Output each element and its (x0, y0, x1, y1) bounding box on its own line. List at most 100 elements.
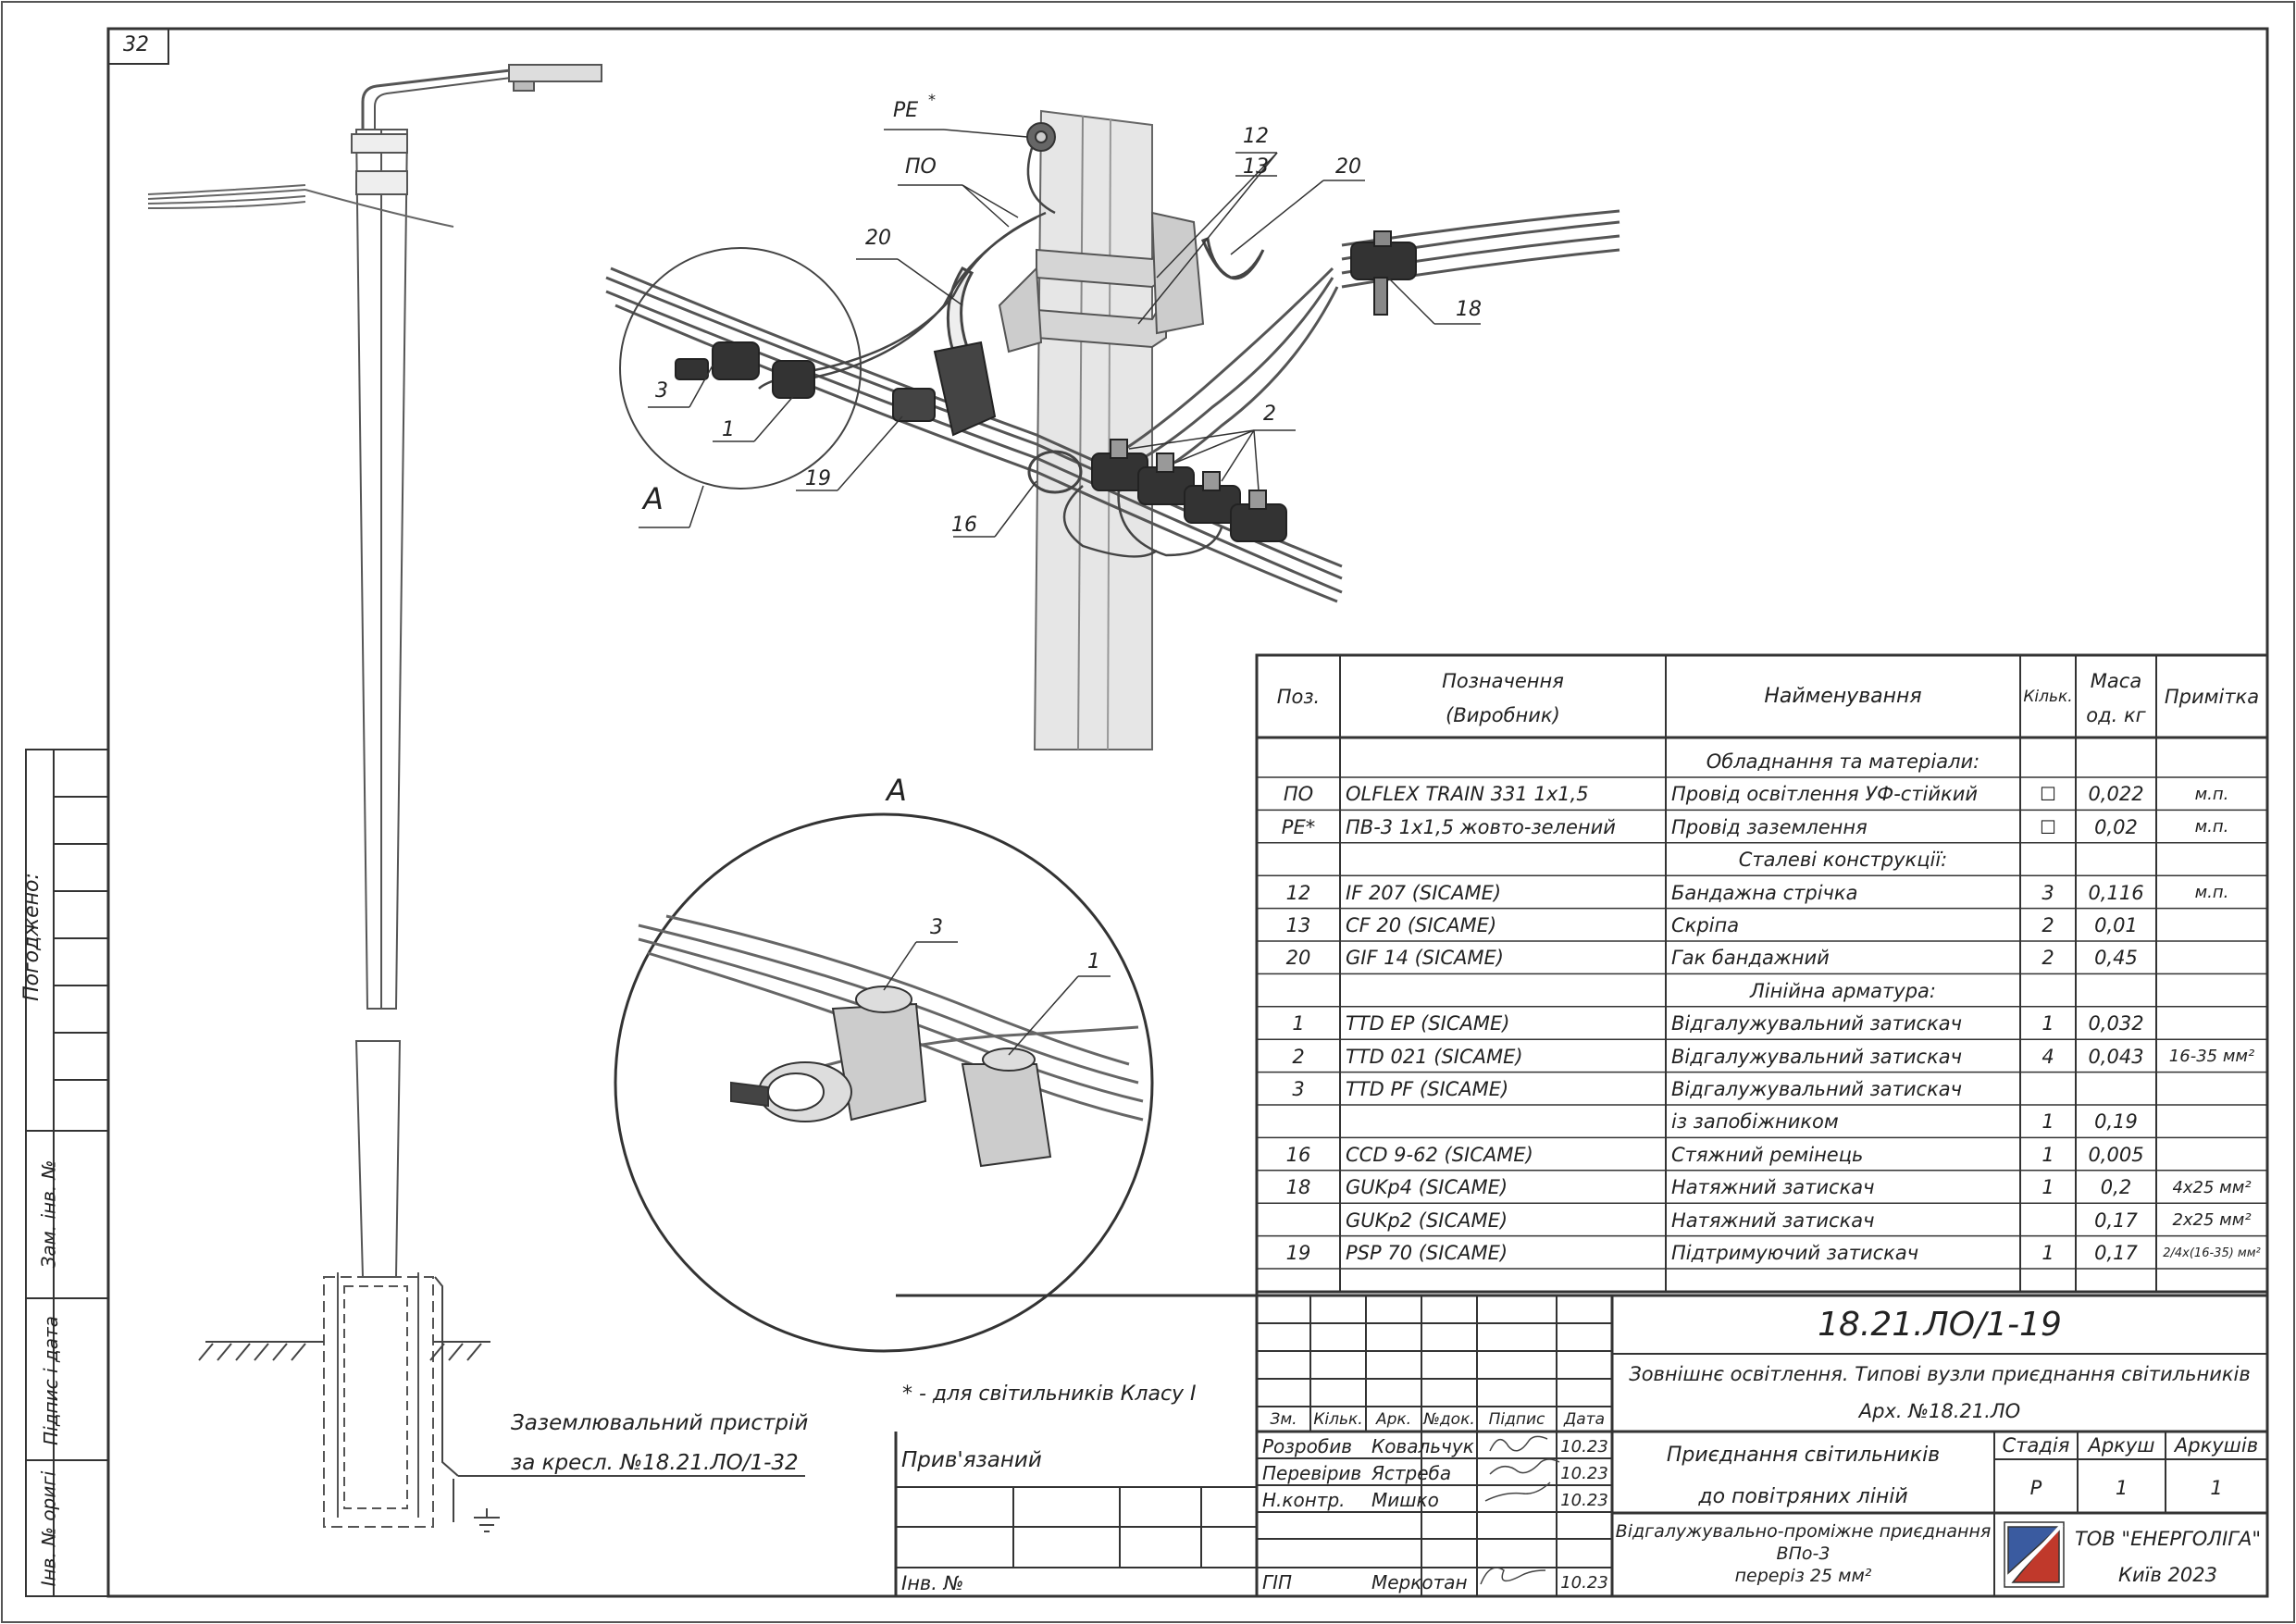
col-pidpys: Підпис (1488, 1409, 1545, 1429)
spec-cell-note: 4x25 мм² (2172, 1177, 2252, 1197)
side-stamp (25, 749, 109, 1597)
side-stamp-agreed: Погоджено: (19, 873, 43, 1001)
detail-a-clamps (730, 986, 1052, 1168)
spec-cell-pos (1257, 1205, 1340, 1236)
spec-cell-name: Провід заземлення (1671, 815, 1868, 838)
spec-cell-name: Підтримуючий затискач (1671, 1242, 1919, 1264)
grounding-conductor (434, 1276, 805, 1532)
street-light-pole (323, 64, 602, 1528)
spec-cell-qty: 2 (2042, 914, 2054, 936)
spec-cell-name: Обладнання та матеріали: (1706, 750, 1980, 773)
spec-cell-note (2156, 844, 2267, 875)
drawing-name-1: Відгалужувально-проміжне приєднання (1615, 1521, 1992, 1542)
callout-20-left: 20 (865, 227, 891, 250)
spec-cell-des: TTD EP (SICAME) (1346, 1012, 1510, 1035)
city-year: Київ 2023 (2118, 1563, 2217, 1586)
spec-cell-note (2156, 942, 2267, 973)
spec-cell-mass: 0,116 (2088, 881, 2144, 904)
spec-cell-mass: 0,022 (2088, 783, 2144, 806)
sheet-value: 1 (2115, 1476, 2128, 1499)
spec-cell-name: Гак бандажний (1671, 947, 1830, 970)
spec-cell-pos (1257, 975, 1340, 1007)
spec-cell-pos: 1 (1292, 1012, 1305, 1035)
sheet-number-box (107, 28, 169, 65)
spec-cell-qty: 1 (2042, 1143, 2054, 1166)
th-note: Примітка (2164, 685, 2260, 708)
spec-cell-mass: 0,45 (2094, 947, 2138, 970)
side-stamp-replace-inv: Зам. інв. № (37, 1159, 60, 1269)
stage-header: Стадія (2002, 1434, 2070, 1457)
callout-20-right: 20 (1335, 155, 1361, 179)
detail-a-callout-1: 1 (1087, 950, 1100, 973)
approval-name: Ястреба (1371, 1462, 1452, 1484)
spec-cell-pos: 2 (1292, 1045, 1305, 1068)
footnote: * - для світильників Класу І (902, 1382, 1197, 1406)
spec-cell-mass: 0,01 (2094, 914, 2138, 936)
linked-label: Прив'язаний (901, 1448, 1042, 1472)
spec-cell-pos (1257, 1106, 1340, 1137)
spec-cell-qty: ☐ (2040, 783, 2056, 806)
approval-name: Мишко (1371, 1489, 1439, 1511)
spec-cell-des: TTD 021 (SICAME) (1346, 1045, 1523, 1068)
main-bundled-cable (605, 267, 1343, 603)
th-designation-2: (Виробник) (1446, 704, 1560, 726)
band-straps (998, 211, 1205, 353)
detail-a-cables (638, 914, 1144, 1122)
spec-cell-note: 2x25 мм² (2172, 1210, 2252, 1231)
approval-role: ГІП (1262, 1571, 1293, 1593)
spec-cell-des (1340, 1106, 1671, 1137)
pe-terminal (1026, 122, 1056, 152)
spec-cell-qty: 3 (2042, 881, 2054, 904)
spec-cell-mass: 0,02 (2094, 815, 2138, 838)
spec-cell-des: GUKp4 (SICAME) (1346, 1176, 1508, 1199)
spec-cell-mass: 0,005 (2088, 1143, 2144, 1166)
spec-cell-pos: 16 (1285, 1143, 1311, 1166)
spec-cell-qty: 1 (2042, 1176, 2054, 1199)
callout-13: 13 (1243, 155, 1269, 179)
spec-cell-des (1340, 975, 1671, 1007)
detail-a-marker (619, 247, 862, 490)
spec-cell-note: м.п. (2194, 784, 2229, 804)
spec-cell-des: OLFLEX TRAIN 331 1x1,5 (1346, 783, 1589, 806)
spec-cell-pos: ПО (1283, 783, 1314, 806)
strap-16 (1027, 450, 1083, 494)
leader-lines (639, 129, 1481, 1056)
view-a-label: А (643, 481, 664, 516)
spec-cell-note (2156, 1139, 2267, 1171)
spec-cell-note: м.п. (2194, 883, 2229, 903)
spec-cell-pos (1257, 746, 1340, 777)
spec-cell-pos: 18 (1285, 1176, 1311, 1199)
approval-role: Розробив (1262, 1435, 1352, 1457)
spec-cell-note (2156, 1106, 2267, 1137)
spec-cell-name: Відгалужувальний затискач (1671, 1078, 1963, 1100)
callout-po: ПО (905, 155, 937, 179)
archive-no: Арх. №18.21.ЛО (1858, 1400, 2021, 1422)
doc-code: 18.21.ЛО/1-19 (1818, 1306, 2062, 1344)
col-zm: Зм. (1270, 1409, 1297, 1429)
spec-cell-pos: 19 (1285, 1242, 1311, 1264)
detail-a-circle (614, 812, 1154, 1353)
spec-cell-pos: 3 (1292, 1078, 1305, 1100)
spec-cell-name: Бандажна стрічка (1671, 881, 1858, 904)
inv-no-label: Інв. № (901, 1572, 964, 1594)
spec-cell-note: м.п. (2194, 817, 2229, 837)
approval-date: 10.23 (1560, 1436, 1608, 1457)
side-stamp-sign-date: Підпис і дата (39, 1316, 62, 1445)
spec-cell-name: Натяжний затискач (1671, 1176, 1875, 1199)
spec-cell-des (1340, 844, 1671, 875)
th-pos: Поз. (1276, 685, 1321, 708)
spec-cell-name: Стяжний ремінець (1671, 1143, 1864, 1166)
spec-cell-qty (2020, 1073, 2076, 1105)
spec-cell-mass (2076, 746, 2156, 777)
callout-pe-star: * (928, 91, 936, 108)
spec-cell-mass: 0,19 (2094, 1110, 2138, 1134)
spec-cell-note (2156, 1073, 2267, 1105)
th-mass-2: од. кг (2086, 704, 2146, 726)
col-kilk: Кільк. (1313, 1409, 1363, 1429)
tension-clamp-18 (1350, 230, 1417, 316)
spec-cell-name: із запобіжником (1671, 1110, 1839, 1134)
spec-cell-name: Сталеві конструкції: (1738, 849, 1948, 872)
spec-cell-qty: 1 (2042, 1110, 2054, 1134)
